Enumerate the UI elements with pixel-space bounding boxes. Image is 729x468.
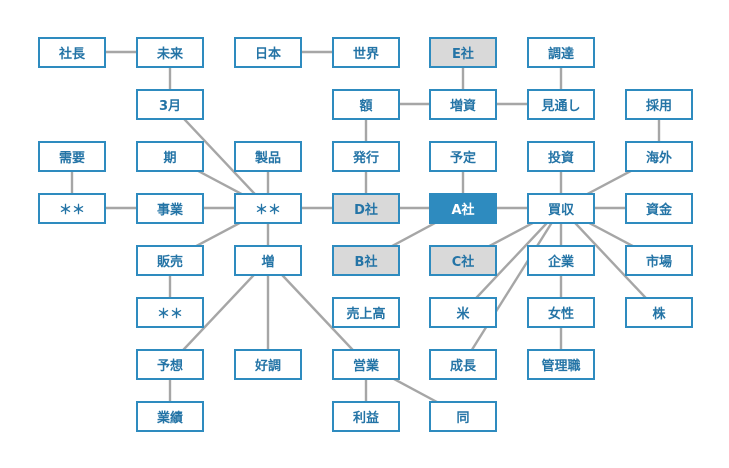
edge-baishu-kabu	[560, 207, 660, 313]
node-d-sha[interactable]: D社	[332, 192, 400, 224]
edge-zou-eigyou	[267, 259, 367, 365]
node-baishu[interactable]: 買収	[527, 192, 595, 224]
node-label: 海外	[645, 150, 672, 166]
node-sekai[interactable]: 世界	[332, 36, 400, 68]
node-e-sha[interactable]: E社	[429, 36, 497, 68]
node-label: 女性	[547, 306, 574, 322]
node-yosou[interactable]: 予想	[136, 348, 204, 380]
node-label: 増	[261, 254, 275, 270]
node-eigyou[interactable]: 営業	[332, 348, 400, 380]
node-gaku[interactable]: 額	[332, 88, 400, 120]
node-kaigai[interactable]: 海外	[625, 140, 693, 172]
node-label: 世界	[352, 46, 379, 62]
node-shikin[interactable]: 資金	[625, 192, 693, 224]
node-hanbai[interactable]: 販売	[136, 244, 204, 276]
node-label: 資金	[645, 202, 672, 218]
node-kabu[interactable]: 株	[625, 296, 693, 328]
node-juyou[interactable]: 需要	[38, 140, 106, 172]
node-sangatsu[interactable]: 3月	[136, 88, 204, 120]
edge-baishu-seichou	[461, 207, 563, 365]
node-bei[interactable]: 米	[429, 296, 497, 328]
node-wild-1[interactable]: ＊＊	[38, 192, 106, 224]
node-label: E社	[452, 46, 474, 62]
node-label: B社	[354, 254, 378, 270]
node-toushi[interactable]: 投資	[527, 140, 595, 172]
node-onaji[interactable]: 同	[429, 400, 497, 432]
node-chotatsu[interactable]: 調達	[527, 36, 595, 68]
node-b-sha[interactable]: B社	[332, 244, 400, 276]
node-label: 成長	[449, 358, 476, 374]
node-hakkou[interactable]: 発行	[332, 140, 400, 172]
node-label: 予想	[156, 358, 183, 374]
node-label: 事業	[156, 202, 183, 218]
node-wild-2[interactable]: ＊＊	[234, 192, 302, 224]
node-label: ＊＊	[156, 306, 183, 322]
node-zoushi[interactable]: 増資	[429, 88, 497, 120]
node-label: 好調	[254, 358, 281, 374]
node-gyouseki[interactable]: 業績	[136, 400, 204, 432]
edge-sangatsu-wild-2	[169, 103, 269, 209]
node-kigyou[interactable]: 企業	[527, 244, 595, 276]
node-label: 製品	[254, 150, 281, 166]
node-label: 額	[359, 98, 373, 114]
node-label: 未来	[156, 46, 183, 62]
node-label: 管理職	[541, 358, 581, 374]
node-label: 増資	[449, 98, 476, 114]
node-label: 企業	[547, 254, 574, 270]
node-label: 売上高	[346, 306, 386, 322]
node-mitooshi[interactable]: 見通し	[527, 88, 595, 120]
node-label: 同	[456, 410, 470, 426]
node-label: 営業	[352, 358, 379, 374]
node-label: 期	[163, 150, 177, 166]
node-label: C社	[451, 254, 475, 270]
node-shijou[interactable]: 市場	[625, 244, 693, 276]
node-label: 社長	[58, 46, 85, 62]
node-wild-3[interactable]: ＊＊	[136, 296, 204, 328]
node-zou[interactable]: 増	[234, 244, 302, 276]
node-label: ＊＊	[58, 202, 85, 218]
node-label: 3月	[158, 98, 182, 114]
node-shacho[interactable]: 社長	[38, 36, 106, 68]
node-label: 日本	[254, 46, 281, 62]
node-seihin[interactable]: 製品	[234, 140, 302, 172]
node-a-sha[interactable]: A社	[429, 192, 497, 224]
node-kouchou[interactable]: 好調	[234, 348, 302, 380]
node-mirai[interactable]: 未来	[136, 36, 204, 68]
edge-zou-yosou	[169, 259, 269, 365]
node-label: ＊＊	[254, 202, 281, 218]
node-label: 利益	[352, 410, 379, 426]
node-label: 見通し	[541, 98, 581, 114]
node-ki[interactable]: 期	[136, 140, 204, 172]
node-seichou[interactable]: 成長	[429, 348, 497, 380]
node-label: 投資	[547, 150, 574, 166]
node-jigyou[interactable]: 事業	[136, 192, 204, 224]
node-label: 調達	[547, 46, 574, 62]
node-label: A社	[451, 202, 475, 218]
node-uriage[interactable]: 売上高	[332, 296, 400, 328]
node-rieki[interactable]: 利益	[332, 400, 400, 432]
node-label: 株	[652, 306, 666, 322]
node-yotei[interactable]: 予定	[429, 140, 497, 172]
node-label: 業績	[156, 410, 183, 426]
node-label: 買収	[547, 202, 574, 218]
node-josei[interactable]: 女性	[527, 296, 595, 328]
node-label: 販売	[156, 254, 183, 270]
node-label: 需要	[58, 150, 85, 166]
node-label: 発行	[352, 150, 379, 166]
node-label: 米	[456, 306, 470, 322]
node-c-sha[interactable]: C社	[429, 244, 497, 276]
node-label: 予定	[449, 150, 476, 166]
node-label: 市場	[645, 254, 672, 270]
edge-baishu-bei	[462, 207, 562, 313]
node-nihon[interactable]: 日本	[234, 36, 302, 68]
node-kanrishoku[interactable]: 管理職	[527, 348, 595, 380]
node-label: D社	[354, 202, 378, 218]
node-saiyo[interactable]: 採用	[625, 88, 693, 120]
node-label: 採用	[645, 98, 672, 114]
